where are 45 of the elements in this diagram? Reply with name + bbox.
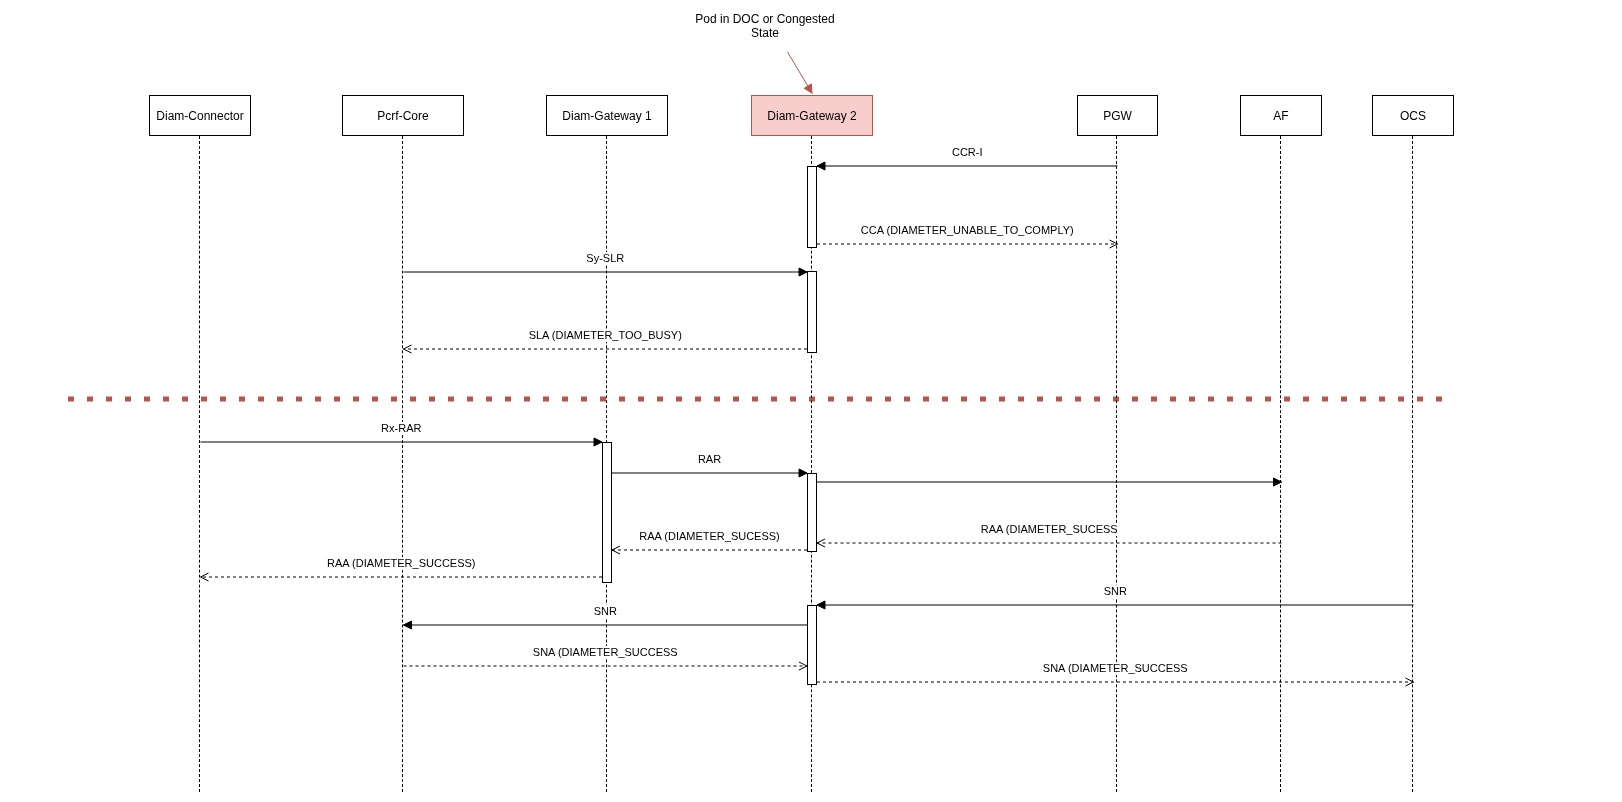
message-arrow: [787, 51, 813, 94]
activation-bar: [807, 166, 817, 248]
lifeline: [199, 136, 202, 792]
participant-box: AF: [1240, 95, 1322, 136]
edge-label: RAR: [695, 453, 724, 466]
edge-label: SNA (DIAMETER_SUCCESS: [1040, 662, 1190, 675]
participant-box: Diam-Gateway 2: [751, 95, 873, 136]
edge-label: RAA (DIAMETER_SUCESS: [978, 523, 1120, 536]
edge-label: Sy-SLR: [584, 252, 627, 265]
participant-box: PGW: [1077, 95, 1158, 136]
reply-arrow: [403, 344, 808, 354]
edge-label: SNR: [1101, 585, 1129, 598]
reply-arrow: [611, 545, 808, 555]
lifeline: [1412, 136, 1415, 792]
activation-bar: [807, 605, 817, 685]
reply-arrow: [403, 661, 808, 671]
callout-text: Pod in DOC or Congested State: [690, 10, 840, 42]
edge-label: RAA (DIAMETER_SUCCESS): [325, 557, 478, 570]
participant-box: OCS: [1372, 95, 1454, 136]
edge-label: CCA (DIAMETER_UNABLE_TO_COMPLY): [858, 224, 1076, 237]
reply-arrow: [816, 677, 1414, 687]
message-arrow: [816, 477, 1282, 487]
edge-label: SNA (DIAMETER_SUCCESS: [530, 646, 680, 659]
edge-label: RAA (DIAMETER_SUCESS): [637, 530, 782, 543]
message-arrow: [403, 620, 808, 630]
activation-bar: [807, 271, 817, 353]
lifeline: [1280, 136, 1283, 792]
message-arrow: [403, 267, 808, 277]
activation-bar: [807, 473, 817, 552]
reply-arrow: [200, 572, 603, 582]
message-arrow: [816, 161, 1118, 171]
reply-arrow: [816, 538, 1282, 548]
participant-box: Pcrf-Core: [342, 95, 464, 136]
reply-arrow: [816, 239, 1118, 249]
participant-box: Diam-Connector: [149, 95, 251, 136]
message-arrow: [200, 437, 603, 447]
lifeline: [811, 136, 814, 792]
edge-label: SLA (DIAMETER_TOO_BUSY): [526, 329, 684, 342]
edge-label: SNR: [591, 605, 619, 618]
edge-label: CCR-I: [949, 146, 985, 159]
edge-label: Rx-RAR: [379, 422, 424, 435]
activation-bar: [602, 442, 612, 583]
participant-box: Diam-Gateway 1: [546, 95, 668, 136]
message-arrow: [611, 468, 808, 478]
message-arrow: [816, 600, 1414, 610]
